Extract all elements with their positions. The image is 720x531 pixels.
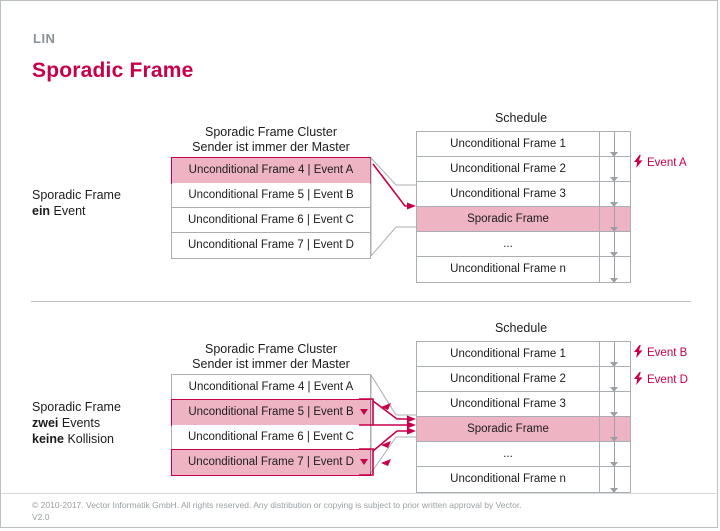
section-2-caption-bold: zwei (32, 416, 59, 430)
page-title: Sporadic Frame (32, 59, 194, 82)
schedule-row-label: Unconditional Frame 1 (417, 132, 600, 156)
section-divider (31, 301, 691, 302)
schedule-flow-arrow (599, 207, 630, 232)
section-2-caption-rest: Events (58, 416, 101, 430)
schedule-flow-arrow (599, 392, 630, 417)
event-label-b: Event B (633, 345, 687, 359)
schedule-row[interactable]: Unconditional Frame 3 (417, 182, 630, 207)
cluster-row-label: Unconditional Frame 6 | Event C (188, 431, 354, 443)
section-1-cluster: Unconditional Frame 4 | Event A Uncondit… (171, 157, 371, 259)
schedule-flow-arrow (599, 417, 630, 442)
section-2-caption-line2: zwei Events (32, 415, 177, 431)
lightning-bolt-icon (634, 345, 643, 358)
schedule-flow-arrow (599, 232, 630, 257)
section-2-schedule-title: Schedule (494, 321, 548, 335)
schedule-row-sporadic[interactable]: Sporadic Frame (417, 417, 630, 442)
schedule-row-label: Unconditional Frame n (417, 257, 600, 282)
cluster-row-label: Unconditional Frame 5 | Event B (188, 406, 354, 418)
schedule-flow-arrow (599, 442, 630, 467)
schedule-flow-arrow (599, 467, 630, 493)
schedule-row-label: Unconditional Frame n (417, 467, 600, 492)
schedule-row[interactable]: Unconditional Frame n (417, 257, 630, 283)
section-1-schedule: Unconditional Frame 1 Unconditional Fram… (416, 131, 631, 283)
section-1-cluster-title-line2: Sender ist immer der Master (192, 140, 350, 154)
slide-kicker: LIN (33, 31, 56, 46)
schedule-row-label: Unconditional Frame 2 (417, 367, 600, 391)
section-2-cluster-title: Sporadic Frame Cluster Sender ist immer … (156, 342, 386, 372)
schedule-row-label: Unconditional Frame 2 (417, 157, 600, 181)
section-2-caption-bold2: keine (32, 432, 64, 446)
cluster-row-label: Unconditional Frame 4 | Event A (188, 164, 354, 176)
lightning-bolt-icon (634, 155, 643, 168)
section-1-caption-line1: Sporadic Frame (32, 188, 121, 202)
section-1-caption: Sporadic Frame ein Event (32, 187, 172, 219)
schedule-row-label: Sporadic Frame (417, 417, 600, 441)
section-2-caption: Sporadic Frame zwei Events keine Kollisi… (32, 399, 177, 447)
section-1-caption-rest: Event (50, 204, 86, 218)
cluster-row-label: Unconditional Frame 7 | Event D (188, 239, 354, 251)
footer-copyright: © 2010-2017. Vector Informatik GmbH. All… (32, 500, 522, 510)
cluster-row-label: Unconditional Frame 7 | Event D (188, 456, 354, 468)
schedule-flow-arrow (599, 182, 630, 207)
schedule-flow-arrow (599, 342, 630, 367)
section-2-caption-line1: Sporadic Frame (32, 400, 121, 414)
cluster-row-label: Unconditional Frame 4 | Event A (188, 381, 354, 393)
section-2-cluster-title-line2: Sender ist immer der Master (192, 357, 350, 371)
schedule-row[interactable]: Unconditional Frame n (417, 467, 630, 493)
schedule-row[interactable]: Unconditional Frame 1 (417, 342, 630, 367)
schedule-flow-arrow (599, 367, 630, 392)
cluster-row-caret-icon (360, 409, 368, 415)
footer-version: V2.0 (32, 512, 50, 522)
schedule-row-label: Unconditional Frame 3 (417, 392, 600, 416)
section-1-cluster-title: Sporadic Frame Cluster Sender ist immer … (156, 125, 386, 155)
section-1-cluster-title-line1: Sporadic Frame Cluster (205, 125, 337, 139)
section-2-caption-rest2: Kollision (63, 432, 114, 446)
event-label-text: Event B (647, 347, 688, 359)
footer: © 2010-2017. Vector Informatik GmbH. All… (32, 499, 692, 523)
schedule-row[interactable]: ... (417, 232, 630, 257)
cluster-row-label: Unconditional Frame 5 | Event B (188, 189, 354, 201)
event-label-a: Event A (633, 155, 687, 169)
schedule-row[interactable]: Unconditional Frame 2 (417, 367, 630, 392)
schedule-row-sporadic[interactable]: Sporadic Frame (417, 207, 630, 232)
schedule-row[interactable]: Unconditional Frame 3 (417, 392, 630, 417)
section-2-schedule: Unconditional Frame 1 Unconditional Fram… (416, 341, 631, 493)
event-label-text: Event A (647, 157, 687, 169)
schedule-row[interactable]: ... (417, 442, 630, 467)
cluster-row[interactable]: Unconditional Frame 4 | Event A (172, 375, 370, 400)
cluster-row-caret-icon (360, 459, 368, 465)
cluster-row[interactable]: Unconditional Frame 4 | Event A (171, 157, 371, 184)
event-label-text: Event D (647, 374, 688, 386)
schedule-row[interactable]: Unconditional Frame 2 (417, 157, 630, 182)
schedule-row-label: Unconditional Frame 1 (417, 342, 600, 366)
cluster-row[interactable]: Unconditional Frame 7 | Event D (172, 233, 370, 258)
section-1-caption-bold: ein (32, 204, 51, 218)
section-2-caption-line3: keine Kollision (32, 431, 177, 447)
section-2-cluster: Unconditional Frame 4 | Event A Uncondit… (171, 374, 371, 476)
section-2-cluster-title-line1: Sporadic Frame Cluster (205, 342, 337, 356)
section-1-caption-line2: ein Event (32, 203, 172, 219)
schedule-row-label: Sporadic Frame (417, 207, 600, 231)
cluster-row[interactable]: Unconditional Frame 5 | Event B (171, 399, 371, 426)
cluster-row[interactable]: Unconditional Frame 6 | Event C (172, 425, 370, 450)
lightning-bolt-icon (634, 372, 643, 385)
schedule-flow-arrow (599, 157, 630, 182)
cluster-row[interactable]: Unconditional Frame 5 | Event B (172, 183, 370, 208)
footer-divider (1, 493, 719, 494)
schedule-flow-arrow (599, 132, 630, 157)
schedule-row[interactable]: Unconditional Frame 1 (417, 132, 630, 157)
event-label-d: Event D (633, 372, 688, 386)
schedule-flow-arrow (599, 257, 630, 283)
cluster-row[interactable]: Unconditional Frame 7 | Event D (171, 449, 371, 476)
cluster-row[interactable]: Unconditional Frame 6 | Event C (172, 208, 370, 233)
schedule-row-label: ... (417, 442, 600, 466)
section-1-schedule-title: Schedule (494, 111, 548, 125)
schedule-row-label: ... (417, 232, 600, 256)
schedule-row-label: Unconditional Frame 3 (417, 182, 600, 206)
cluster-row-label: Unconditional Frame 6 | Event C (188, 214, 354, 226)
